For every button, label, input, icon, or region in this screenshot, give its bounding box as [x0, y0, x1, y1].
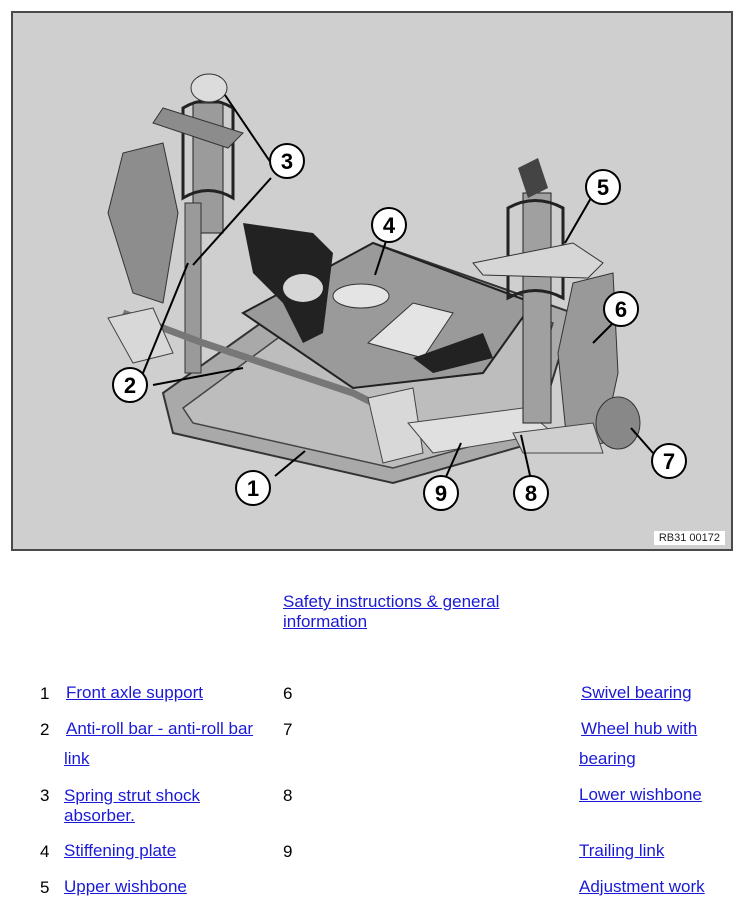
callout-2: 2 [112, 367, 148, 403]
legend-num-5: 5 [40, 878, 50, 897]
legend-link-swivel-bearing[interactable]: Swivel bearing [581, 683, 692, 702]
svg-text:3: 3 [281, 149, 293, 174]
callout-5: 5 [585, 169, 621, 205]
callout-8: 8 [513, 475, 549, 511]
legend-link-front-axle-support[interactable]: Front axle support [66, 683, 204, 702]
safety-instructions-link[interactable]: Safety instructions & general informatio… [283, 592, 500, 631]
front-axle-diagram: 1 2 3 4 5 6 7 8 [11, 11, 733, 551]
front-axle-illustration: 1 2 3 4 5 6 7 8 [107, 73, 687, 511]
svg-text:8: 8 [525, 481, 537, 506]
legend-link-spring-strut[interactable]: Spring strut shock absorber. [64, 786, 201, 825]
figure-code: RB31 00172 [653, 531, 725, 545]
legend-link-trailing-link[interactable]: Trailing link [579, 841, 665, 860]
legend-num-1: 1 [40, 684, 50, 703]
legend-link-stiffening-plate[interactable]: Stiffening plate [64, 841, 177, 860]
adjustment-work-link[interactable]: Adjustment work [579, 877, 705, 896]
callout-6: 6 [603, 291, 639, 327]
callout-4: 4 [371, 207, 407, 243]
svg-text:1: 1 [247, 476, 259, 501]
legend-link-wheel-hub[interactable]: Wheel hub with bearing [579, 719, 698, 768]
svg-text:4: 4 [383, 213, 396, 238]
svg-text:6: 6 [615, 297, 627, 322]
legend-num-4: 4 [40, 842, 50, 861]
callout-9: 9 [423, 475, 459, 511]
svg-text:5: 5 [597, 175, 609, 200]
legend-link-upper-wishbone[interactable]: Upper wishbone [64, 877, 187, 896]
legend-num-2: 2 [40, 720, 50, 739]
callout-3: 3 [269, 143, 305, 179]
svg-text:7: 7 [663, 449, 675, 474]
legend-num-8: 8 [283, 786, 293, 805]
callout-1: 1 [235, 470, 271, 506]
callout-7: 7 [651, 443, 687, 479]
legend-num-3: 3 [40, 786, 50, 805]
legend-num-6: 6 [283, 684, 293, 703]
legend-link-anti-roll-bar[interactable]: Anti-roll bar - anti-roll bar link [64, 719, 254, 768]
svg-text:9: 9 [435, 481, 447, 506]
legend-link-lower-wishbone[interactable]: Lower wishbone [579, 785, 702, 804]
legend-num-9: 9 [283, 842, 293, 861]
svg-text:2: 2 [124, 373, 136, 398]
legend-num-7: 7 [283, 720, 293, 739]
